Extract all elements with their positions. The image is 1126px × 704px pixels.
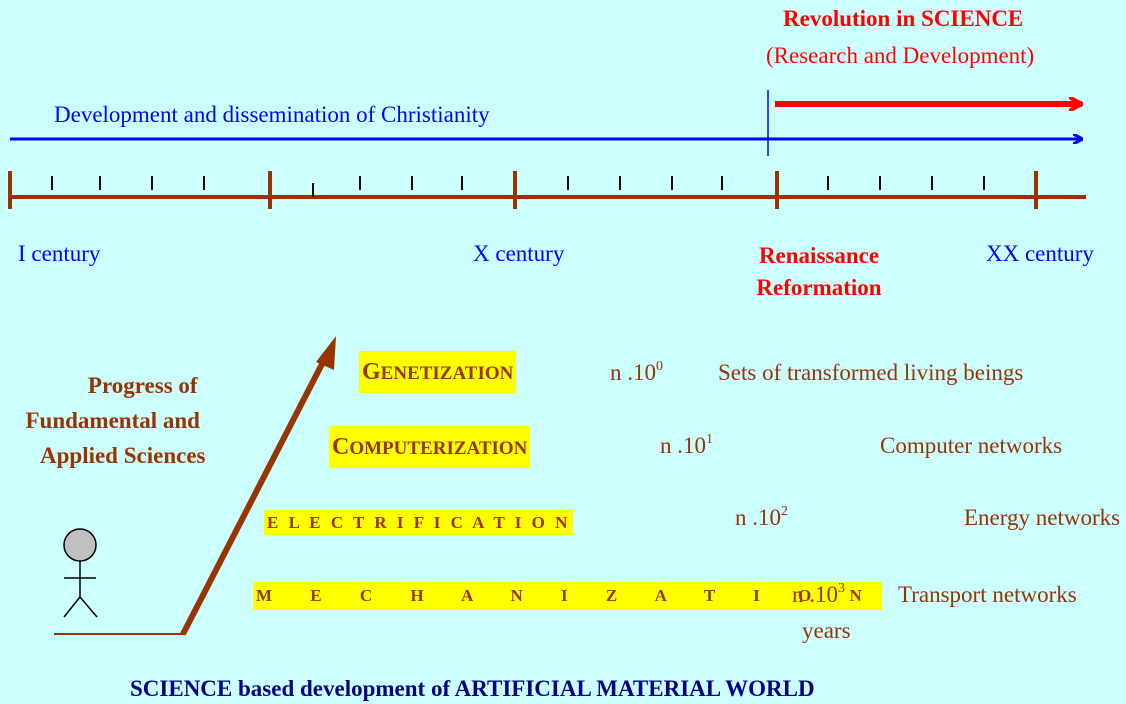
label-first-century: I century <box>18 241 101 266</box>
footer-caption: SCIENCE based development of ARTIFICIAL … <box>130 676 815 701</box>
revolution-subtitle: (Research and Development) <box>766 43 1035 68</box>
stage-description: Energy networks <box>964 505 1121 530</box>
scale-unit: years <box>802 618 851 643</box>
scale-exponent: 3 <box>838 581 845 596</box>
stage-scale: n .102 <box>735 505 788 531</box>
progress-arrow-head <box>316 336 336 370</box>
scale-exponent: 2 <box>781 504 788 519</box>
timeline-axis <box>8 171 1086 209</box>
stage-genetization: GENETIZATION <box>359 351 517 393</box>
stage-description: Sets of transformed living beings <box>718 360 1024 385</box>
stage-description: Transport networks <box>898 582 1077 607</box>
revolution-title: Revolution in SCIENCE <box>783 6 1024 31</box>
stage-electrification: E L E C T R I F I C A T I O N <box>264 510 574 535</box>
stage-name-rest: ENETIZATION <box>380 363 514 384</box>
progress-label-line: Applied Sciences <box>40 443 206 468</box>
scale-prefix: n .10 <box>660 433 706 458</box>
timeline-minor-ticks <box>51 176 985 197</box>
scale-exponent: 0 <box>656 359 663 374</box>
progress-label-line: Fundamental and <box>25 408 200 433</box>
scale-prefix: n .10 <box>610 360 656 385</box>
christianity-label: Development and dissemination of Christi… <box>54 102 490 127</box>
label-renaissance: Renaissance <box>758 243 880 268</box>
stage-initial: C <box>332 434 350 460</box>
stage-scale: n .103 <box>792 582 845 608</box>
stage-name-rest: OMPUTERIZATION <box>349 438 528 459</box>
stage-initial: G <box>362 359 381 385</box>
scale-prefix: n .10 <box>735 505 781 530</box>
stage-mechanization: M E C H A N I Z A T I O N <box>253 582 882 610</box>
stage-scale: n .101 <box>660 433 713 459</box>
progress-arrow <box>180 362 325 636</box>
label-renaissance-reformation: Renaissance Reformation <box>736 240 902 304</box>
label-twentieth-century: XX century <box>986 241 1094 266</box>
progress-label: Progress of Fundamental and Applied Scie… <box>26 368 206 473</box>
scale-exponent: 1 <box>706 432 713 447</box>
scale-prefix: n .10 <box>792 582 838 607</box>
person-icon <box>63 528 98 618</box>
label-reformation: Reformation <box>756 275 882 300</box>
stage-scale: n .100 <box>610 360 663 386</box>
stage-computerization: COMPUTERIZATION <box>329 426 531 468</box>
stage-description: Computer networks <box>880 433 1063 458</box>
progress-label-line: Progress of <box>87 373 198 398</box>
label-tenth-century: X century <box>473 241 565 266</box>
